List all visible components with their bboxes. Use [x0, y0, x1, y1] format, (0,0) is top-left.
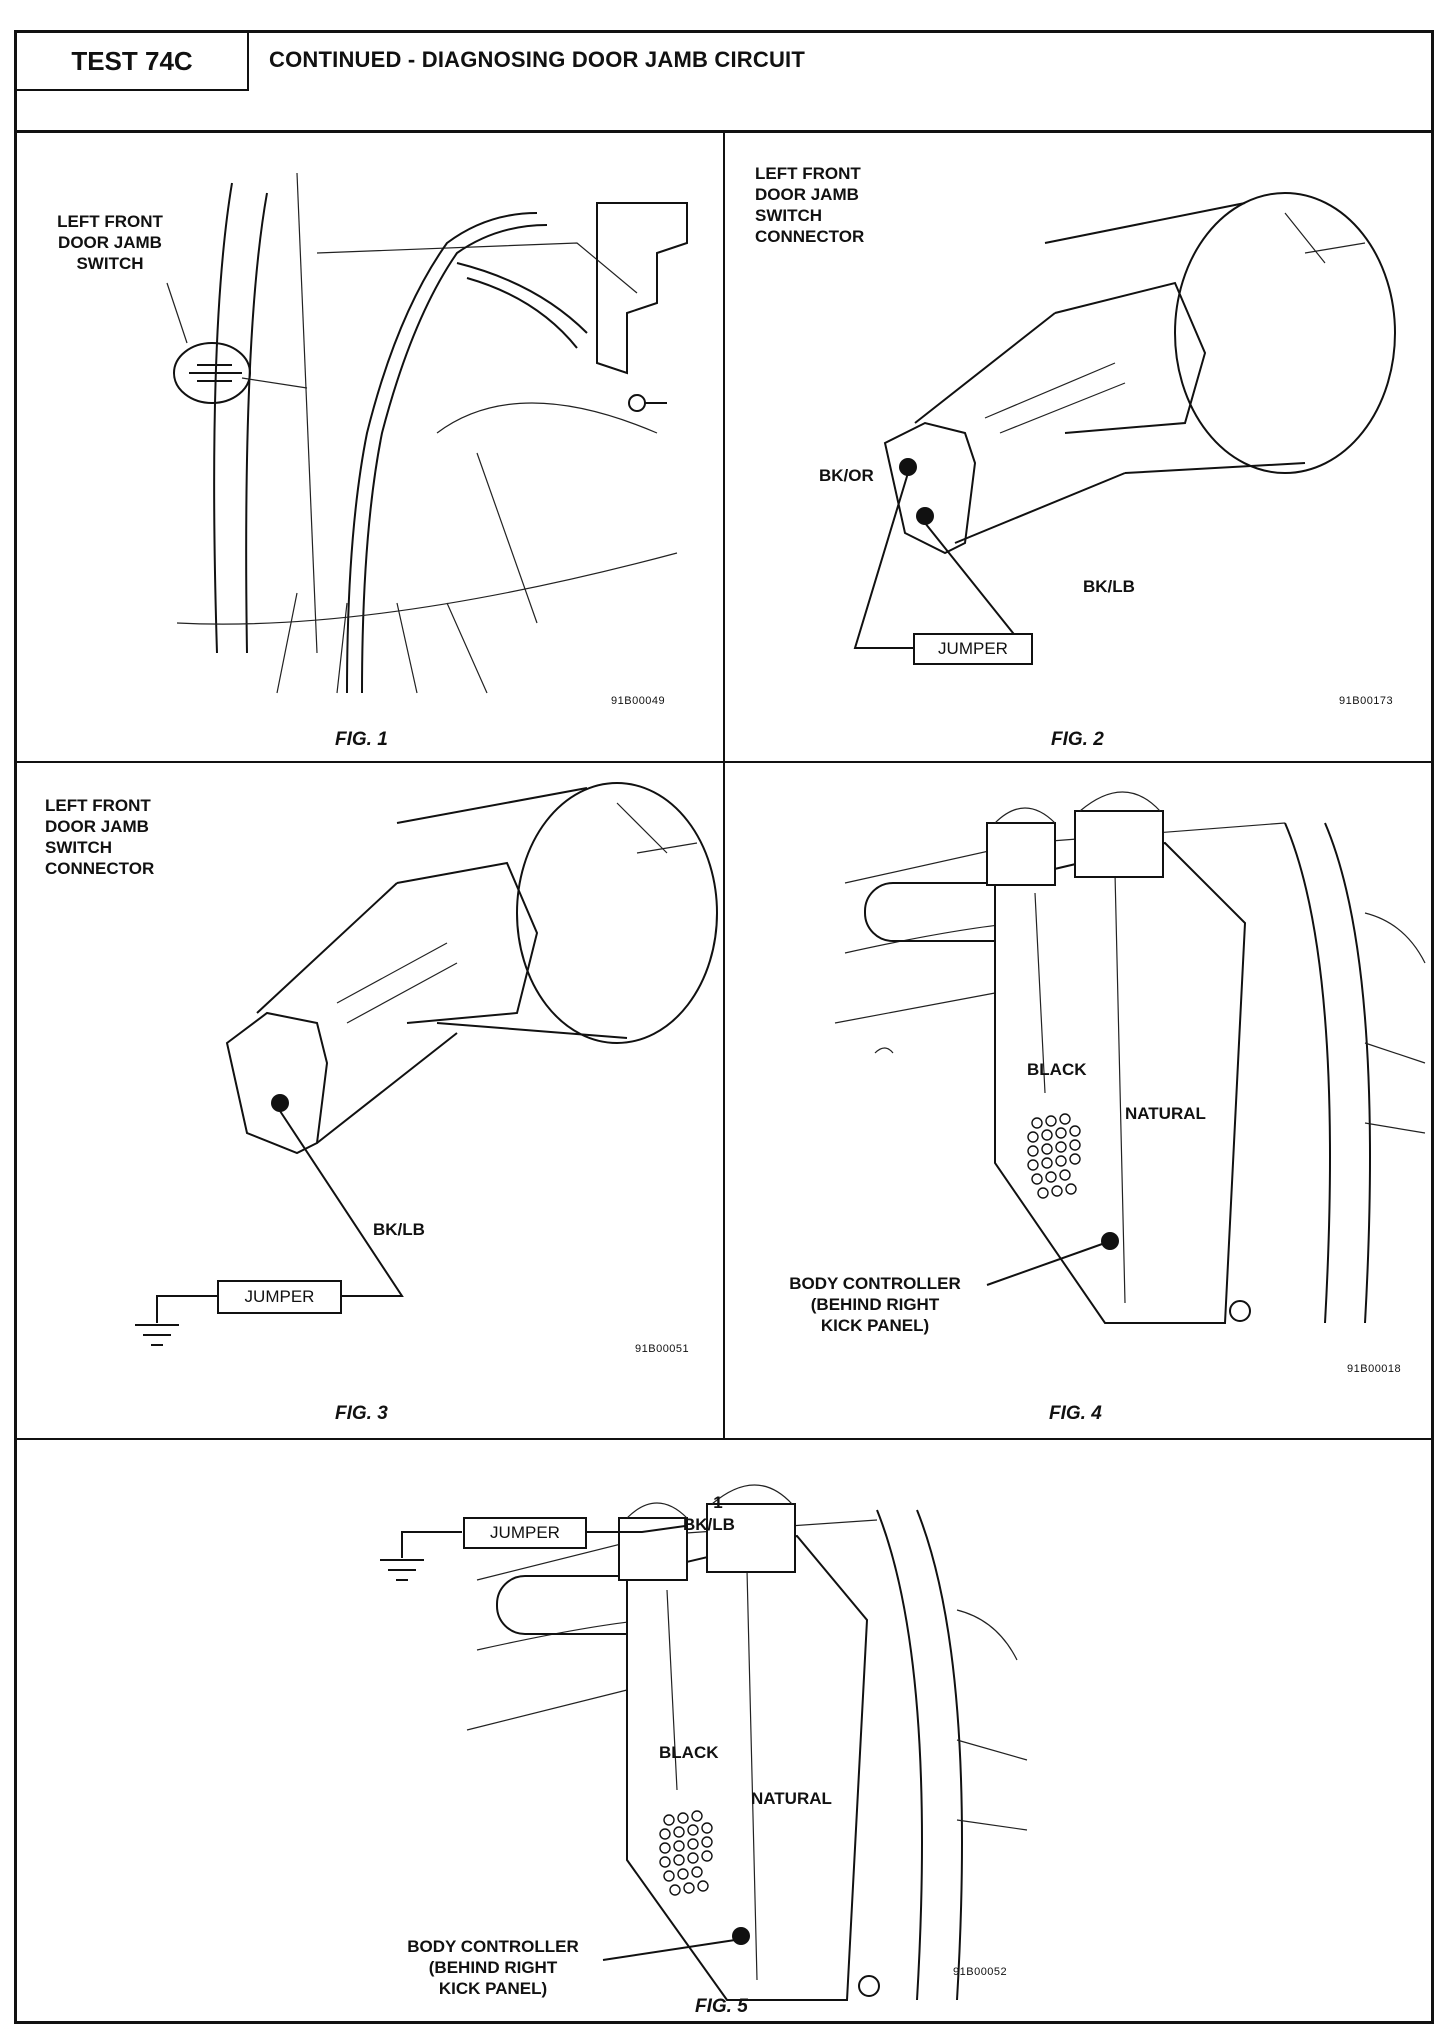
fig2-illustration: [853, 192, 1396, 649]
fig4-controller-line2: (BEHIND RIGHT: [810, 1295, 940, 1314]
fig1-callout-line1: LEFT FRONT: [57, 212, 163, 231]
page-title: CONTINUED - DIAGNOSING DOOR JAMB CIRCUIT: [269, 47, 805, 72]
fig4-code: 91B00018: [1347, 1363, 1402, 1375]
fig5-panel: JUMPER 1 BK/LB BLACK NATURAL BODY CONTRO…: [17, 1440, 1431, 2024]
fig5-caption: FIG. 5: [695, 1996, 748, 2017]
diagram-frame: TEST 74C CONTINUED - DIAGNOSING DOOR JAM…: [14, 30, 1434, 2024]
fig5-natural-label: NATURAL: [751, 1789, 832, 1808]
test-id: TEST 74C: [17, 33, 249, 91]
fig5-pin-number: 1: [713, 1493, 723, 1512]
fig3-pin-bklb: BK/LB: [373, 1220, 425, 1239]
fig2-pin-bkor: BK/OR: [819, 466, 874, 485]
fig5-jumper-box: JUMPER: [463, 1517, 587, 1549]
fig5-black-label: BLACK: [659, 1743, 719, 1762]
fig3-callout: LEFT FRONT DOOR JAMB SWITCH CONNECTOR: [45, 795, 154, 879]
fig1-callout-line2: DOOR JAMB: [58, 233, 162, 252]
fig2-callout: LEFT FRONT DOOR JAMB SWITCH CONNECTOR: [755, 163, 864, 247]
fig3-callout-line1: LEFT FRONT: [45, 796, 151, 815]
header: TEST 74C CONTINUED - DIAGNOSING DOOR JAM…: [17, 33, 1431, 133]
fig4-controller-label: BODY CONTROLLER (BEHIND RIGHT KICK PANEL…: [761, 1273, 989, 1336]
fig2-jumper-box: JUMPER: [913, 633, 1033, 665]
fig2-caption: FIG. 2: [1051, 729, 1104, 750]
fig2-code: 91B00173: [1339, 695, 1394, 707]
fig5-controller-line3: KICK PANEL): [438, 1979, 548, 1998]
fig4-controller-line3: KICK PANEL): [820, 1316, 930, 1335]
fig4-natural-label: NATURAL: [1125, 1104, 1206, 1123]
fig1-callout-line3: SWITCH: [76, 254, 144, 273]
fig3-panel: LEFT FRONT DOOR JAMB SWITCH CONNECTOR BK…: [17, 763, 723, 1438]
fig5-controller-line1: BODY CONTROLLER: [407, 1937, 579, 1956]
fig4-controller-line1: BODY CONTROLLER: [789, 1274, 961, 1293]
fig4-illustration: [834, 791, 1426, 1324]
fig2-callout-line1: LEFT FRONT: [755, 164, 861, 183]
fig1-callout: LEFT FRONT DOOR JAMB SWITCH: [35, 211, 185, 274]
fig1-illustration: [166, 172, 688, 694]
fig3-callout-line2: DOOR JAMB: [45, 817, 149, 836]
fig5-controller-line2: (BEHIND RIGHT: [428, 1958, 558, 1977]
fig3-illustration: [135, 782, 718, 1346]
fig1-panel: LEFT FRONT DOOR JAMB SWITCH 91B00049 FIG…: [17, 133, 723, 761]
fig4-caption: FIG. 4: [1049, 1403, 1102, 1424]
fig1-caption: FIG. 1: [335, 729, 388, 750]
fig5-illustration: [380, 1484, 1028, 2001]
fig2-panel: LEFT FRONT DOOR JAMB SWITCH CONNECTOR BK…: [725, 133, 1431, 761]
fig3-code: 91B00051: [635, 1343, 690, 1355]
fig4-black-label: BLACK: [1027, 1060, 1087, 1079]
fig2-callout-line3: SWITCH: [755, 206, 823, 225]
fig2-pin-bklb: BK/LB: [1083, 577, 1135, 596]
fig1-code: 91B00049: [611, 695, 666, 707]
fig4-panel: BLACK NATURAL BODY CONTROLLER (BEHIND RI…: [725, 763, 1431, 1438]
fig3-jumper-box: JUMPER: [217, 1280, 342, 1314]
fig3-caption: FIG. 3: [335, 1403, 388, 1424]
divider-row2: [17, 1438, 1431, 1440]
fig5-controller-label: BODY CONTROLLER (BEHIND RIGHT KICK PANEL…: [379, 1936, 607, 1999]
fig2-callout-line2: DOOR JAMB: [755, 185, 859, 204]
fig3-callout-line4: CONNECTOR: [45, 859, 155, 878]
fig5-code: 91B00052: [953, 1966, 1008, 1978]
fig2-callout-line4: CONNECTOR: [755, 227, 865, 246]
divider-row1: [17, 761, 1431, 763]
divider-vertical: [723, 133, 725, 1438]
fig5-pin-bklb: BK/LB: [683, 1515, 735, 1534]
fig3-callout-line3: SWITCH: [45, 838, 113, 857]
